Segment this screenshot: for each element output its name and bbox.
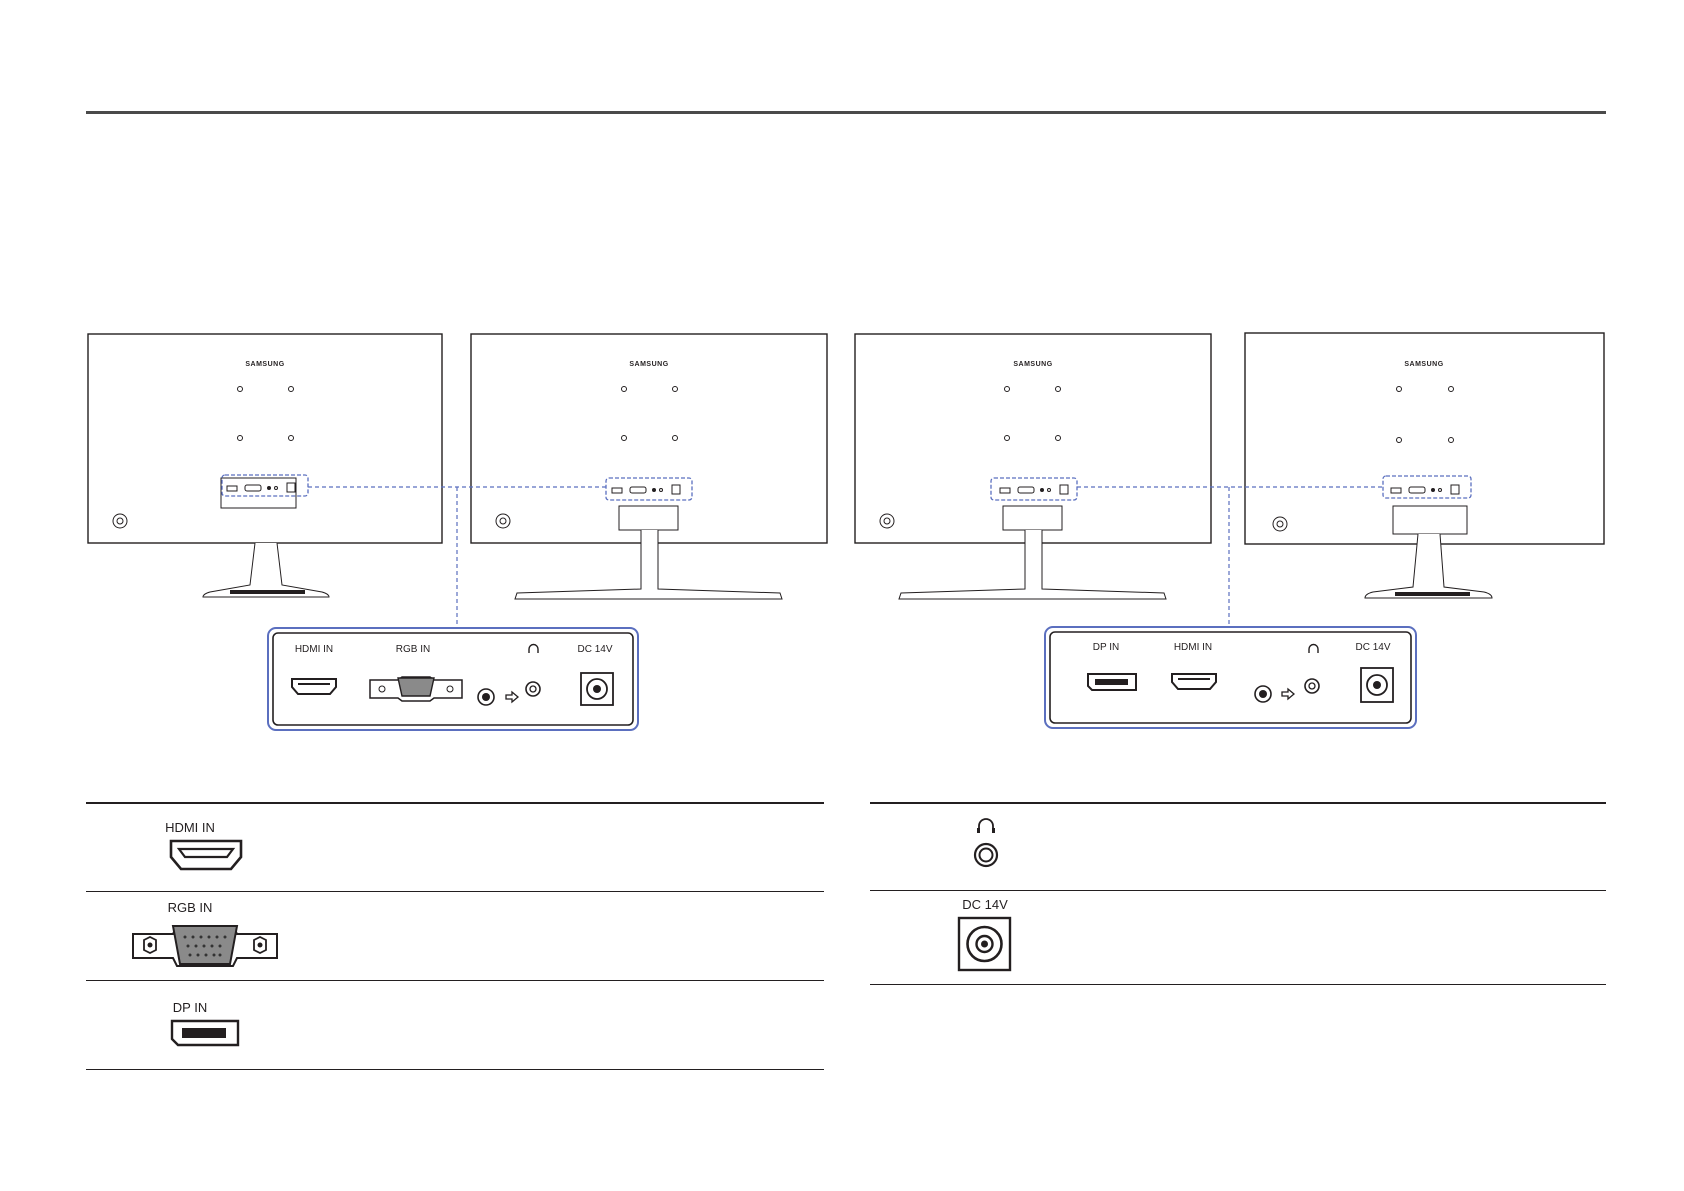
monitor-2-brand: SAMSUNG [629, 361, 668, 368]
dp-in-label: DP IN [172, 1000, 208, 1015]
dc-power-port-icon [957, 916, 1012, 972]
headphone-icon [1308, 643, 1319, 653]
hdmi-in-label: HDMI IN [165, 820, 215, 835]
monitor-2: SAMSUNG [470, 333, 828, 600]
top-divider [86, 111, 1606, 114]
table-top-rule [86, 802, 824, 804]
callout-left-dc-label: DC 14V [577, 644, 612, 655]
monitor-4-brand: SAMSUNG [1404, 361, 1443, 368]
monitor-4: SAMSUNG [1244, 332, 1605, 599]
dc-power-port-icon [1360, 667, 1394, 703]
monitor-3-brand: SAMSUNG [1013, 361, 1052, 368]
vga-port-icon [132, 925, 278, 967]
hdmi-port-icon [169, 839, 243, 871]
displayport-icon [1087, 673, 1137, 691]
vga-port-icon [369, 676, 463, 702]
monitor-3: SAMSUNG [854, 333, 1212, 600]
ports-table-right: DC 14V [870, 802, 1606, 985]
callout-left-rgb-label: RGB IN [396, 644, 430, 655]
displayport-icon [170, 1019, 240, 1047]
table-row: DC 14V [870, 891, 1606, 985]
hdmi-port-icon [291, 678, 337, 695]
headphone-icon [528, 643, 539, 653]
port-callout-right: DP IN HDMI IN DC 14V [1044, 626, 1417, 729]
callout-right-dp-label: DP IN [1093, 642, 1120, 653]
monitor-1: SAMSUNG [87, 333, 443, 598]
headphone-jack-icon [973, 818, 999, 868]
dc-14v-label: DC 14V [962, 897, 1008, 912]
callout-right-hdmi-label: HDMI IN [1174, 642, 1212, 653]
table-top-rule [870, 802, 1606, 804]
port-callout-left: HDMI IN RGB IN DC 14V [267, 627, 639, 731]
dc-power-port-icon [580, 672, 614, 706]
table-row: HDMI IN [86, 804, 824, 892]
callout-connectors [308, 486, 1383, 628]
table-row: DP IN [86, 981, 824, 1070]
monitor-1-brand: SAMSUNG [245, 361, 284, 368]
rgb-in-label: RGB IN [167, 900, 213, 915]
table-row: RGB IN [86, 892, 824, 981]
callout-left-hdmi-label: HDMI IN [295, 644, 333, 655]
ports-table-left: HDMI IN RGB IN [86, 802, 824, 1070]
hdmi-port-icon [1171, 673, 1217, 690]
callout-right-dc-label: DC 14V [1355, 642, 1390, 653]
monitor-rear-diagram: SAMSUNG SAMSUNG SAMSUNG SAMSUNG [87, 332, 1605, 731]
table-row [870, 804, 1606, 891]
